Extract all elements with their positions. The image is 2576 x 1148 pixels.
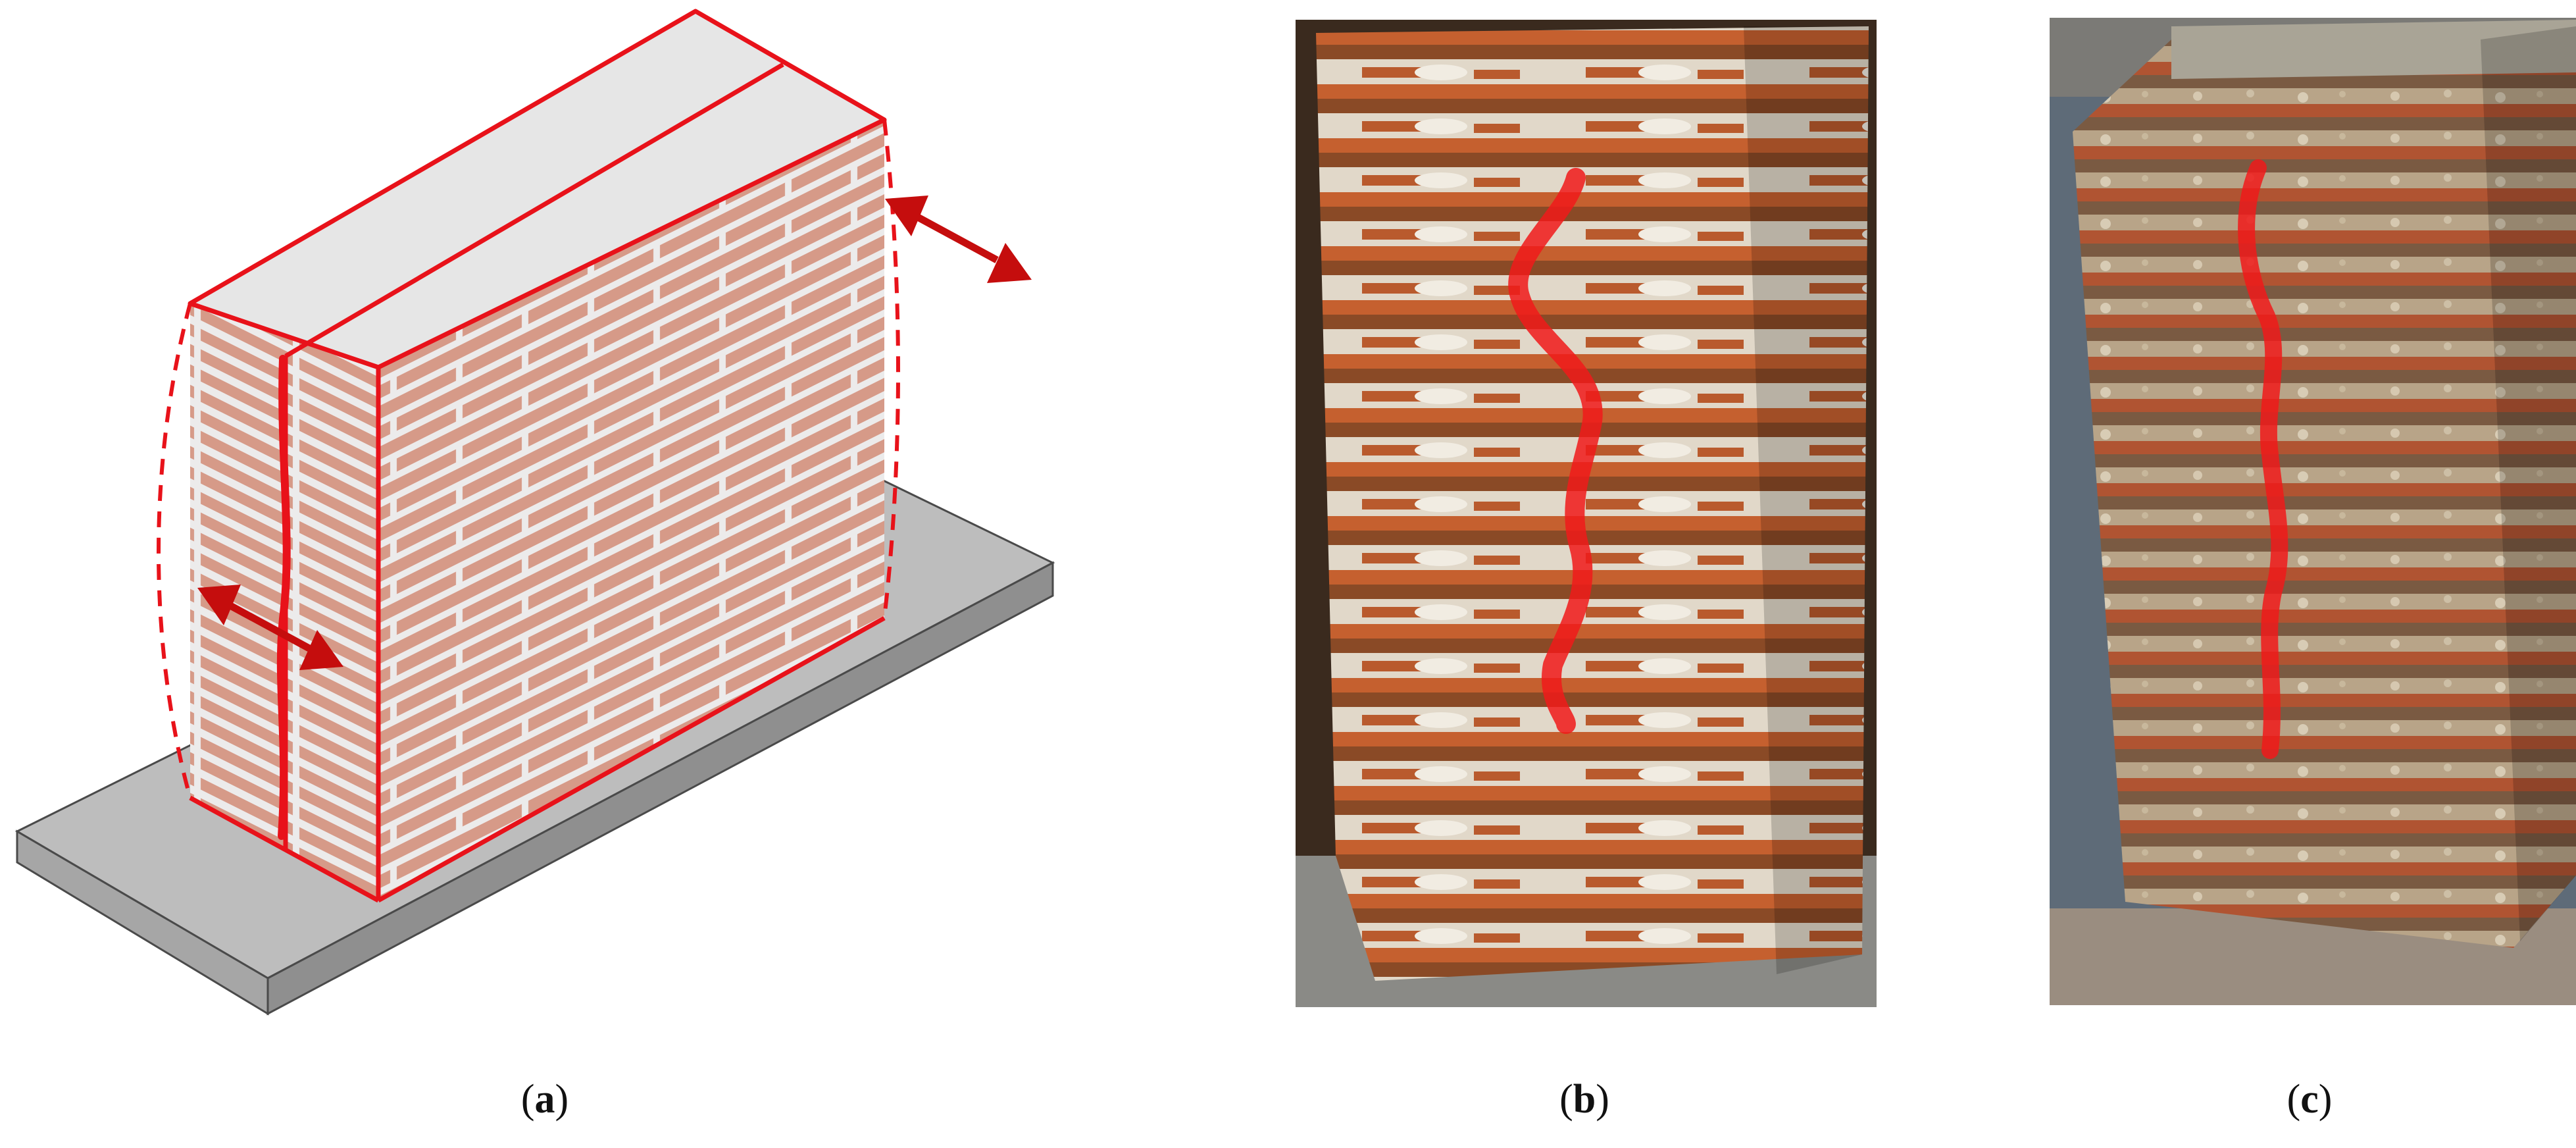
bulge-profiles [157, 119, 900, 798]
panel-a-schematic [14, 9, 1055, 1016]
double-headed-arrow-icon [885, 196, 1032, 283]
crack-highlight [1508, 168, 1603, 734]
caption-c: (c) [2286, 1077, 2333, 1122]
double-headed-arrow-icon [197, 585, 343, 670]
wall-top-face [190, 11, 884, 367]
caption-b-letter: b [1573, 1077, 1596, 1122]
caption-a-letter: a [534, 1077, 555, 1122]
caption-a: (a) [520, 1077, 569, 1122]
crack-highlight [2238, 159, 2288, 759]
caption-b: (b) [1559, 1077, 1609, 1122]
caption-c-letter: c [2300, 1077, 2319, 1122]
panel-c-photo [2050, 18, 2576, 1005]
panel-b-photo [1296, 20, 1877, 1007]
